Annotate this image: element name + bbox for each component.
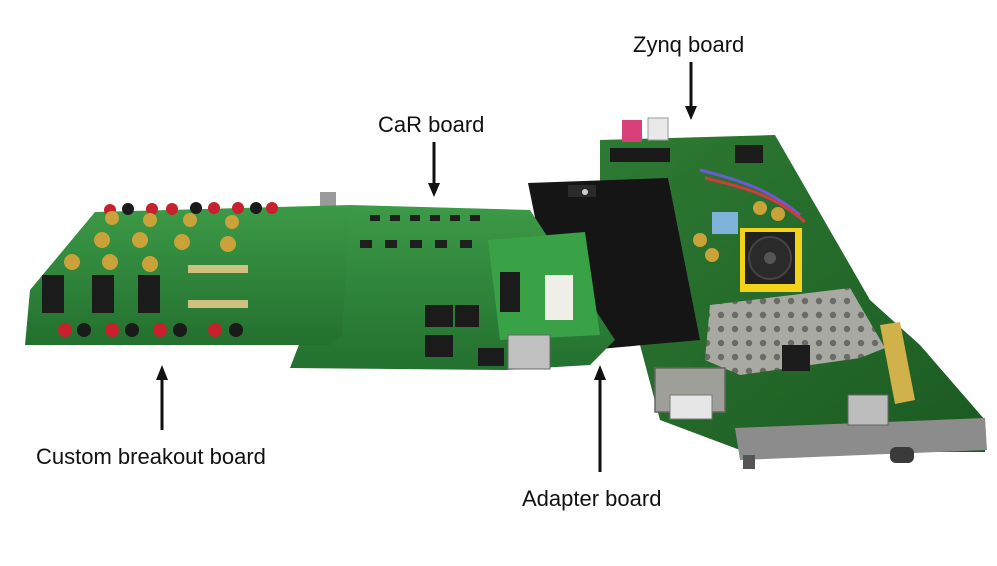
- sma-connectors: [64, 211, 239, 272]
- ic-chip: [425, 305, 453, 327]
- ethernet-port: [507, 334, 551, 370]
- connector-block: [669, 394, 713, 420]
- ethernet-port: [847, 394, 889, 426]
- pcie-bracket: [735, 418, 987, 460]
- sfp-cage: [705, 288, 885, 375]
- ic-chip: [455, 305, 479, 327]
- pin-header: [188, 300, 248, 308]
- red-connector: [622, 120, 642, 142]
- sma-connector: [693, 233, 707, 247]
- zynq-board: [600, 117, 987, 469]
- pin-header: [42, 275, 64, 313]
- ic-chip: [735, 145, 763, 163]
- sma-connector: [705, 248, 719, 262]
- connector-block: [568, 185, 596, 197]
- white-connector: [647, 117, 669, 141]
- pin-header: [92, 275, 114, 313]
- adapter-board-label: Adapter board: [522, 486, 662, 511]
- banana-jacks-top: [104, 202, 278, 216]
- breakout-board: [25, 202, 350, 345]
- dip-switch: [712, 212, 738, 234]
- ic-chip: [782, 345, 810, 371]
- ic-chip: [500, 272, 520, 312]
- car-board-label: CaR board: [378, 112, 485, 137]
- car-board: [290, 192, 615, 370]
- bracket-foot: [890, 447, 914, 463]
- header-strip: [610, 148, 670, 162]
- pin-header: [188, 265, 248, 273]
- banana-jacks-bottom: [58, 323, 243, 337]
- bracket-foot: [743, 455, 755, 469]
- pin-header: [138, 275, 160, 313]
- zynq-board-label: Zynq board: [633, 32, 745, 57]
- sma-connector: [753, 201, 767, 215]
- ribbon-wires: [699, 168, 801, 217]
- ic-chip: [425, 335, 453, 357]
- connector-block: [478, 348, 504, 366]
- white-header: [545, 275, 573, 320]
- custom-breakout-board-label: Custom breakout board: [36, 444, 266, 469]
- pcie-edge-connector: [880, 322, 915, 404]
- sma-connector: [771, 207, 785, 221]
- arrows: [156, 62, 697, 472]
